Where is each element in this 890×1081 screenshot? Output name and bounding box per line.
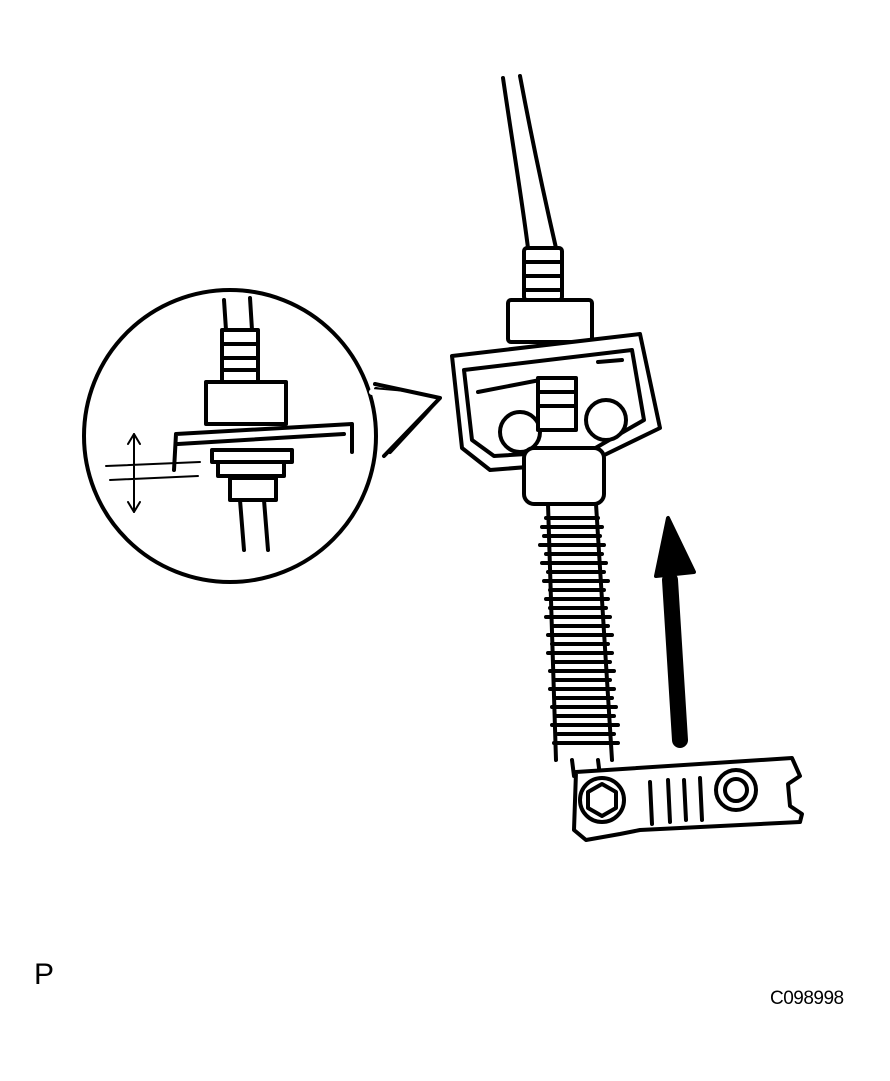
boot-collar (522, 446, 606, 506)
bracket-bolt-right-icon (584, 398, 628, 442)
figure-code: C098998 (770, 988, 844, 1009)
shift-cable (501, 74, 558, 250)
cable-end-fitting (506, 246, 594, 344)
detail-callout (82, 288, 443, 584)
rubber-boot (538, 502, 620, 778)
position-label: P (34, 958, 55, 991)
shift-lever-arm (572, 756, 804, 842)
arrow-up-icon (654, 516, 696, 748)
